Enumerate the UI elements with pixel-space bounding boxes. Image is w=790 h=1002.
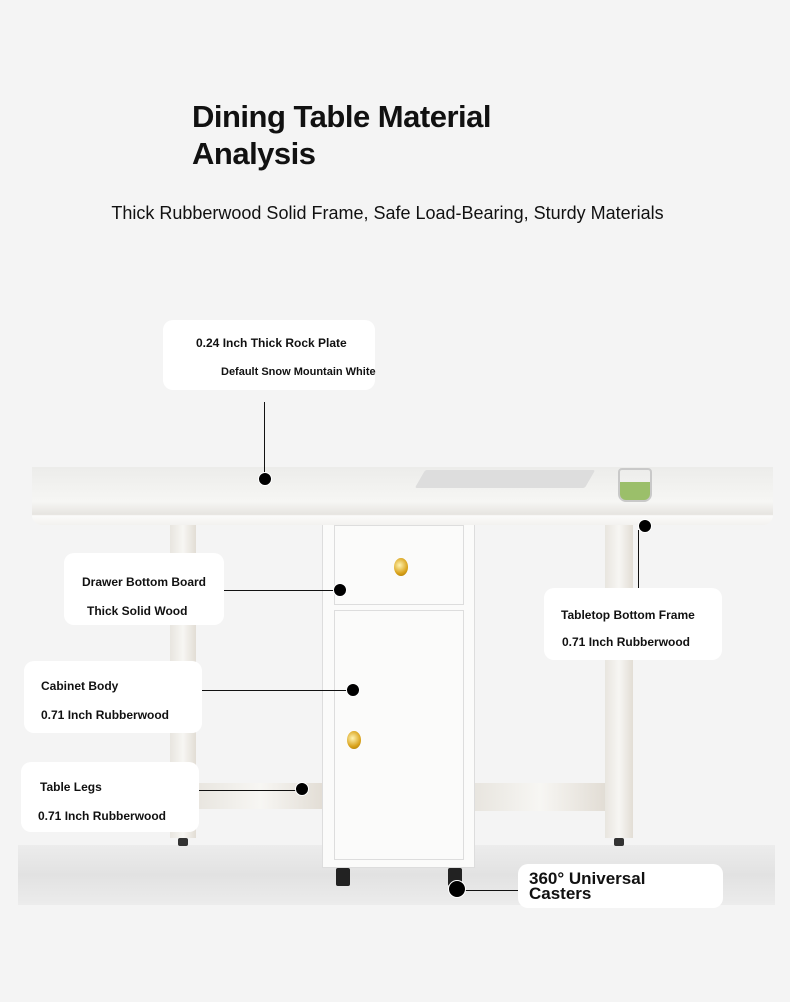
callout-cabinet-body: Cabinet Body 0.71 Inch Rubberwood <box>24 661 202 733</box>
leader-line <box>264 402 265 478</box>
callout-title: 0.24 Inch Thick Rock Plate <box>196 336 347 350</box>
door-knob <box>347 731 361 749</box>
title-line-1: Dining Table Material <box>192 99 491 134</box>
callout-title: 360° Universal <box>529 869 646 888</box>
callout-detail: Default Snow Mountain White <box>221 366 376 378</box>
callout-detail: 0.71 Inch Rubberwood <box>562 635 691 649</box>
callout-detail: Thick Solid Wood <box>87 604 188 618</box>
callout-drawer-bottom: Drawer Bottom Board Thick Solid Wood <box>64 553 224 625</box>
leader-line <box>638 530 639 588</box>
leader-line <box>199 790 301 791</box>
callout-table-legs: Table Legs 0.71 Inch Rubberwood <box>21 762 199 832</box>
leader-line <box>202 690 352 691</box>
marker-dot <box>448 880 466 898</box>
callout-detail: 0.71 Inch Rubberwood <box>41 708 170 722</box>
callout-detail: Casters <box>529 884 592 903</box>
callout-detail: 0.71 Inch Rubberwood <box>38 809 167 823</box>
leader-line <box>458 890 518 891</box>
glass-cup <box>618 468 652 502</box>
right-crossbar <box>475 783 605 811</box>
callout-tabletop-frame: Tabletop Bottom Frame 0.71 Inch Rubberwo… <box>544 588 722 660</box>
callout-title: Cabinet Body <box>41 679 119 693</box>
leader-line <box>224 590 340 591</box>
page-title: Dining Table Material Analysis <box>192 98 491 172</box>
caster <box>336 868 350 886</box>
callout-casters: 360° Universal Casters <box>518 864 723 908</box>
marker-dot <box>346 683 360 697</box>
tabletop <box>32 467 773 525</box>
leg-foot <box>614 838 624 846</box>
marker-dot <box>295 782 309 796</box>
callout-title: Tabletop Bottom Frame <box>561 608 695 622</box>
callout-rock-plate: 0.24 Inch Thick Rock Plate Default Snow … <box>163 320 376 390</box>
marker-dot <box>638 519 652 533</box>
marker-dot <box>333 583 347 597</box>
marker-dot <box>258 472 272 486</box>
right-leg <box>605 520 633 838</box>
callout-title: Table Legs <box>40 780 102 794</box>
book <box>414 470 596 488</box>
subtitle: Thick Rubberwood Solid Frame, Safe Load-… <box>111 203 664 223</box>
title-line-2: Analysis <box>192 136 316 171</box>
drawer-knob <box>394 558 408 576</box>
callout-title: Drawer Bottom Board <box>82 575 207 589</box>
leg-foot <box>178 838 188 846</box>
